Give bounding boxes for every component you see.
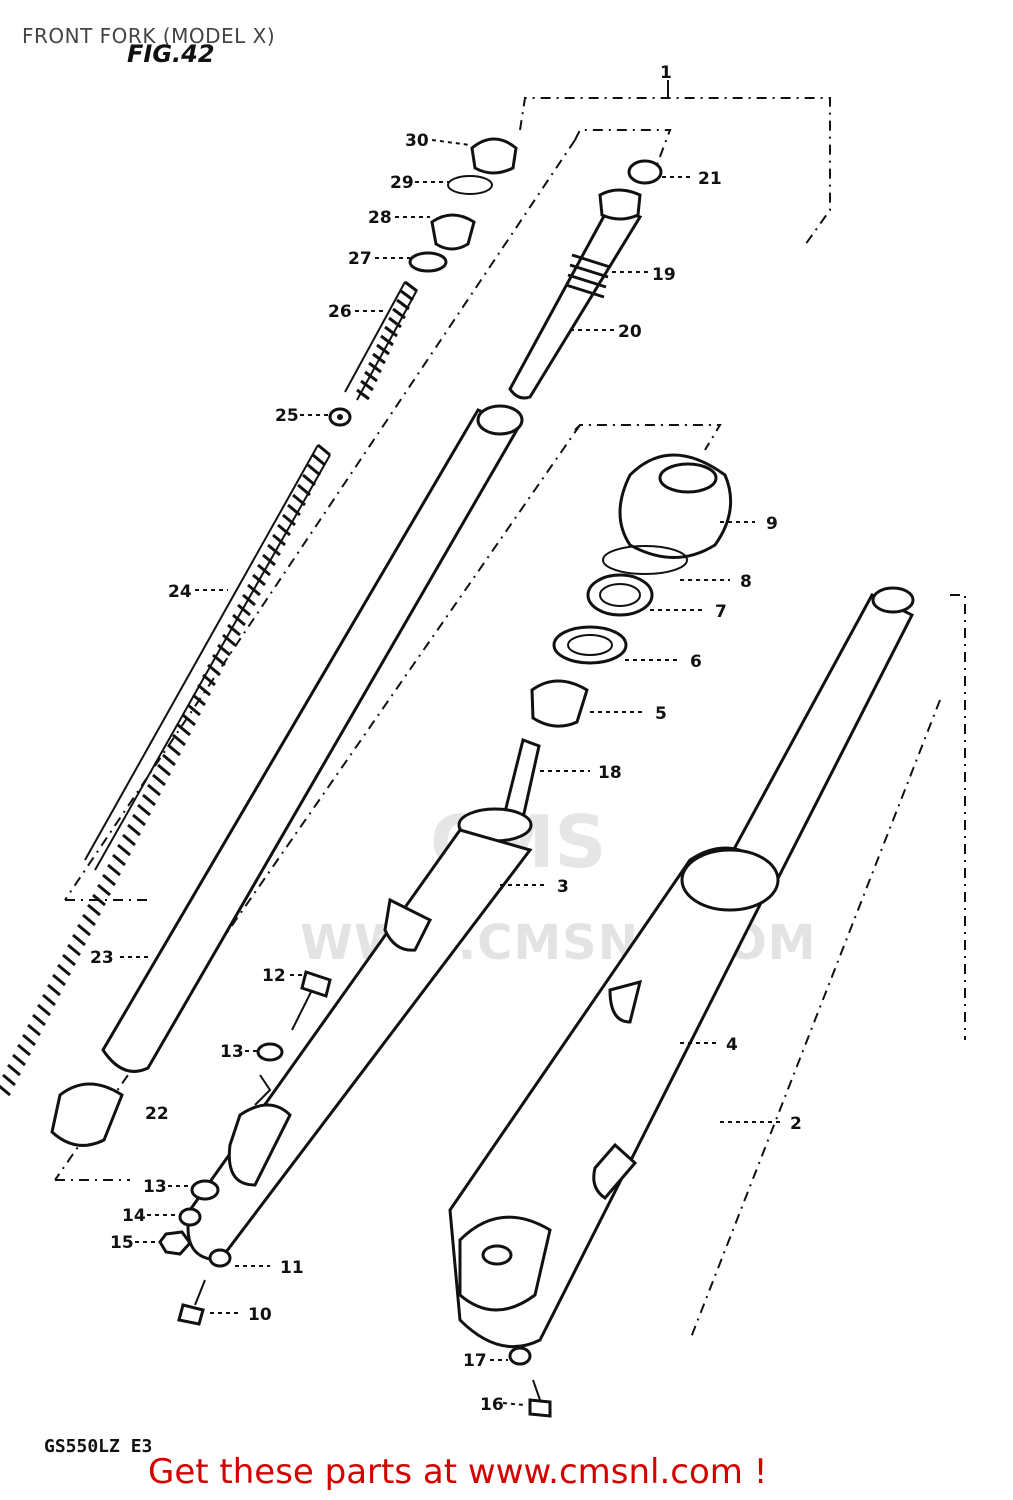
left-lower-leg bbox=[227, 1074, 292, 1187]
assembly-bracket-22 bbox=[54, 424, 722, 1181]
callout-7: 7 bbox=[715, 602, 727, 622]
callout-19: 19 bbox=[652, 265, 676, 285]
inner-tube-right bbox=[725, 586, 915, 892]
callout-30: 30 bbox=[405, 131, 429, 151]
callout-numbers: 1 2 3 4 5 6 7 8 9 10 11 12 13 13 14 15 1… bbox=[90, 63, 802, 1415]
callout-14: 14 bbox=[122, 1206, 146, 1226]
washer-14 bbox=[178, 1207, 202, 1227]
oil-seal-retainer-7 bbox=[586, 573, 654, 617]
bolt-16 bbox=[528, 1379, 552, 1418]
oil-seal-6 bbox=[552, 625, 628, 665]
assembly-bracket-23 bbox=[64, 129, 672, 901]
callout-24: 24 bbox=[168, 582, 192, 602]
fork-spring-24 bbox=[0, 443, 331, 1097]
callout-18: 18 bbox=[598, 763, 622, 783]
callout-8: 8 bbox=[740, 572, 752, 592]
nut-15 bbox=[158, 1230, 192, 1256]
short-spring-26 bbox=[344, 280, 418, 401]
callout-13-lower: 13 bbox=[143, 1177, 167, 1197]
callout-2: 2 bbox=[790, 1114, 802, 1134]
bushing-22 bbox=[50, 1082, 124, 1147]
figure-number: FIG.42 bbox=[127, 40, 215, 68]
shop-link-banner[interactable]: Get these parts at www.cmsnl.com ! bbox=[148, 1452, 768, 1492]
callout-16: 16 bbox=[480, 1395, 504, 1415]
assembly-bracket-1 bbox=[519, 97, 831, 246]
bolt-10 bbox=[177, 1279, 206, 1326]
callout-3: 3 bbox=[557, 877, 569, 897]
callout-6: 6 bbox=[690, 652, 702, 672]
oil-seal-21 bbox=[627, 159, 663, 185]
callout-4: 4 bbox=[726, 1035, 738, 1055]
leader-lines bbox=[120, 80, 780, 1406]
spring-holder-28 bbox=[430, 213, 476, 251]
model-code: GS550LZ E3 bbox=[44, 1436, 153, 1457]
callout-28: 28 bbox=[368, 208, 392, 228]
damper-rod-piece-18 bbox=[457, 738, 541, 843]
dust-boot-9 bbox=[618, 453, 733, 559]
callout-22: 22 bbox=[145, 1104, 169, 1124]
callout-11: 11 bbox=[280, 1258, 304, 1278]
callout-26: 26 bbox=[328, 302, 352, 322]
callout-10: 10 bbox=[248, 1305, 272, 1325]
bolt-12 bbox=[291, 970, 332, 1031]
washer-17 bbox=[508, 1346, 532, 1366]
callout-5: 5 bbox=[655, 704, 667, 724]
callout-23: 23 bbox=[90, 948, 114, 968]
callout-20: 20 bbox=[618, 322, 642, 342]
circlip-29 bbox=[447, 175, 493, 195]
cap-30 bbox=[470, 137, 518, 175]
callout-12: 12 bbox=[262, 966, 286, 986]
stopper-ring-8 bbox=[602, 545, 688, 575]
washer-13-lower bbox=[190, 1179, 220, 1201]
callout-9: 9 bbox=[766, 514, 778, 534]
callout-1: 1 bbox=[660, 63, 672, 83]
callout-17: 17 bbox=[463, 1351, 487, 1371]
callout-13-upper: 13 bbox=[220, 1042, 244, 1062]
outer-tube-4 bbox=[448, 846, 780, 1349]
piston-ring-19 bbox=[565, 253, 611, 299]
assembly-bracket-2 bbox=[689, 594, 966, 1341]
page-title: FRONT FORK (MODEL X) bbox=[22, 24, 276, 48]
bushing-5 bbox=[530, 679, 589, 728]
gasket-11 bbox=[208, 1248, 232, 1268]
spacer-27 bbox=[408, 251, 448, 273]
callout-29: 29 bbox=[390, 173, 414, 193]
callout-15: 15 bbox=[110, 1233, 134, 1253]
callout-27: 27 bbox=[348, 249, 372, 269]
callout-21: 21 bbox=[698, 169, 722, 189]
callout-25: 25 bbox=[275, 406, 299, 426]
inner-tube-23 bbox=[101, 404, 524, 1073]
damper-rod-20 bbox=[508, 188, 643, 400]
washer-13-upper bbox=[256, 1042, 284, 1062]
spring-seat-25 bbox=[328, 407, 352, 427]
